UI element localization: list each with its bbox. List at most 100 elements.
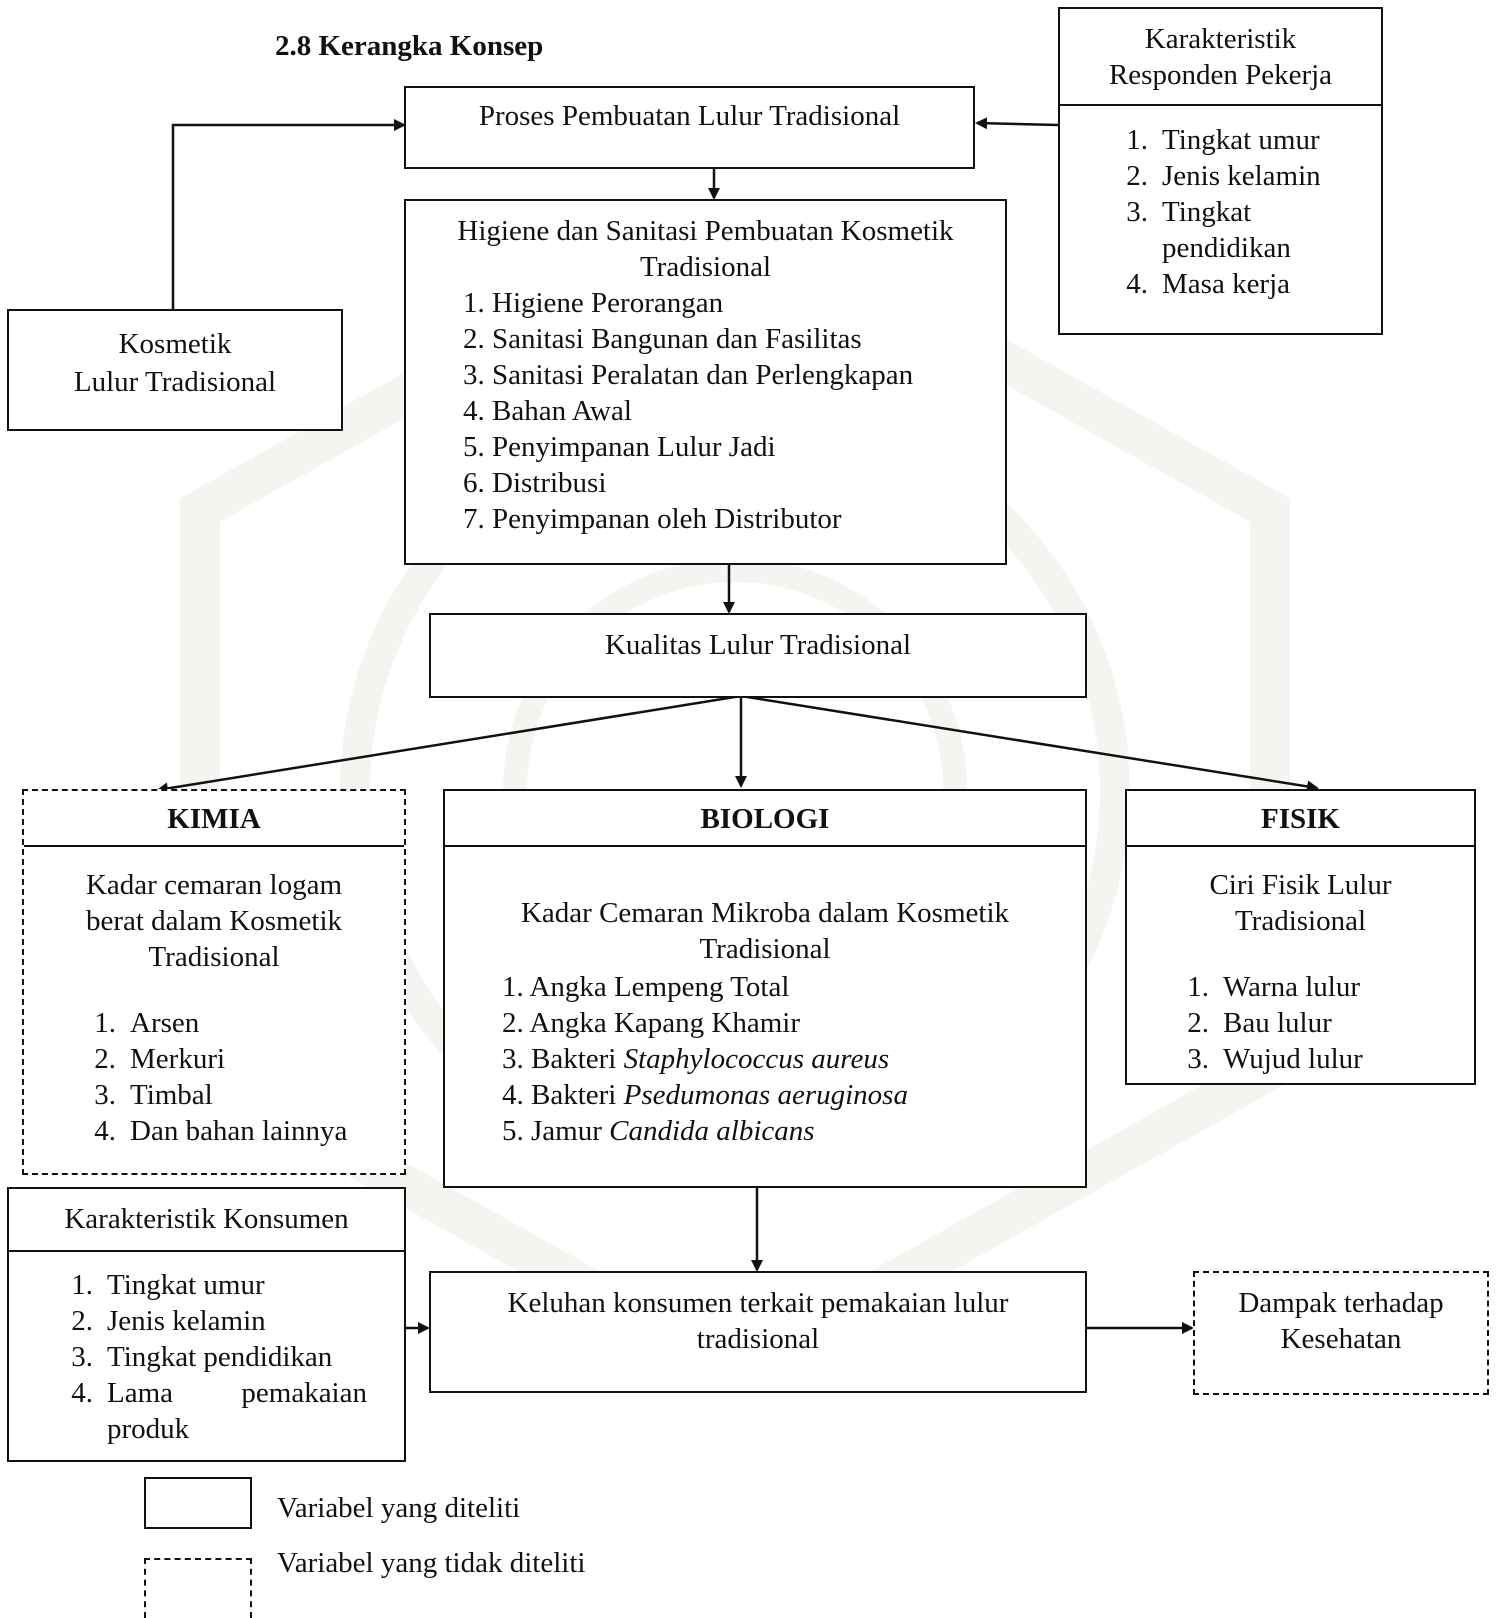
item-italic: Candida albicans [609,1115,815,1147]
item-number: 4. [94,1115,116,1147]
list-item: 1.Warna lulur [1161,969,1363,1005]
arrow-kosmetik-to-proses [171,119,406,309]
responden-header-line2: Responden Pekerja [1108,59,1333,91]
item-text: Tingkat umur [1162,124,1320,156]
item-text: Tingkat umur [107,1269,265,1301]
higiene-list: 1. Higiene Perorangan 2. Sanitasi Bangun… [463,285,913,537]
list-item: 4. Bakteri Psedumonas aeruginosa [502,1077,908,1113]
fisik-box: FISIK Ciri Fisik Lulur Tradisional 1.War… [1125,789,1476,1085]
list-item: 3. Bakteri Staphylococcus aureus [502,1041,908,1077]
kimia-box: KIMIA Kadar cemaran logam berat dalam Ko… [22,789,406,1175]
list-item: 2. Merkuri [68,1041,347,1077]
biologi-box: BIOLOGI Kadar Cemaran Mikroba dalam Kosm… [443,789,1087,1188]
legend-dashed-swatch [144,1558,252,1618]
item-number: 1. [94,1007,116,1039]
list-item: 3. Sanitasi Peralatan dan Perlengkapan [463,359,914,391]
fisik-list: 1.Warna lulur 2.Bau lulur 3. Wujud lulur [1161,969,1363,1077]
item-text: Masa kerja [1162,268,1291,300]
responden-header-line1: Karakteristik [1144,23,1297,55]
higiene-box: Higiene dan Sanitasi Pembuatan Kosmetik … [404,199,1007,565]
item-number: 1. [1126,124,1148,156]
biologi-desc: Kadar Cemaran Mikroba dalam Kosmetik Tra… [520,897,1009,965]
arrow-kualitas-to-kimia [156,694,742,795]
list-item: 2. Sanitasi Bangunan dan Fasilitas [463,323,862,355]
kualitas-label: Kualitas Lulur Tradisional [604,629,912,661]
item-number: 3. [94,1079,116,1111]
list-item: 1. Arsen [68,1005,347,1041]
item-text: Warna lulur [1223,971,1360,1003]
list-item: 1. Tingkat umur [1100,122,1370,158]
list-item: 4. Dan bahan lainnya [68,1113,347,1149]
kualitas-box: Kualitas Lulur Tradisional [429,613,1087,698]
item-text: Dan bahan lainnya [130,1115,348,1147]
item-number: 3. [71,1341,93,1373]
konsumen-box: Karakteristik Konsumen 1.Tingkat umur 2.… [7,1187,406,1462]
list-item: 5. Jamur Candida albicans [502,1113,908,1149]
list-item: 1. Higiene Perorangan [463,287,724,319]
arrow-kualitas-to-fisik [740,694,1319,793]
proses-box: Proses Pembuatan Lulur Tradisional [404,86,975,169]
item-text: 2. Angka Kapang Khamir [502,1007,800,1039]
keluhan-label: Keluhan konsumen terkait pemakaian lulur… [507,1287,1009,1355]
keluhan-box: Keluhan konsumen terkait pemakaian lulur… [429,1271,1087,1393]
kimia-list: 1. Arsen 2. Merkuri 3. Timbal 4. Dan bahan l… [68,1005,347,1149]
list-item: 2. Jenis kelamin [45,1303,393,1339]
item-text: Wujud lulur [1223,1043,1363,1075]
responden-box: Karakteristik Responden Pekerja 1. Tingka… [1058,7,1383,335]
higiene-title: Higiene dan Sanitasi Pembuatan Kosmetik … [457,215,954,283]
responden-list: 1. Tingkat umur 2. Jenis kelamin 3. Tingkat… [1100,122,1370,302]
fisik-desc: Ciri Fisik Lulur Tradisional [1209,869,1392,937]
legend-solid-swatch [144,1477,252,1529]
list-item: 3. Tingkat pendidikan [45,1339,393,1375]
list-item: 3. Tingkat pendidikan [1100,194,1370,266]
kosmetik-line2: Lulur Tradisional [73,366,277,398]
dampak-line1: Dampak terhadap [1238,1287,1444,1319]
item-text: Tingkat pendidikan [1162,196,1291,264]
item-number: 2. [94,1043,116,1075]
item-italic: Psedumonas aeruginosa [623,1079,908,1111]
item-text: Jenis kelamin [107,1305,266,1337]
list-item: 1. Angka Lempeng Total [502,969,908,1005]
dampak-box: Dampak terhadap Kesehatan [1193,1271,1489,1395]
list-item: 4.Lama pemakaian produk [45,1375,393,1447]
kimia-header: KIMIA [24,791,404,847]
legend-dashed-label: Variabel yang tidak diteliti [277,1547,586,1579]
list-item: 2. Angka Kapang Khamir [502,1005,908,1041]
biologi-header: BIOLOGI [445,791,1085,847]
item-text: 3. Bakteri [502,1043,624,1075]
list-item: 6. Distribusi [463,467,607,499]
proses-label: Proses Pembuatan Lulur Tradisional [478,100,901,132]
item-text: Tingkat pendidikan [107,1341,333,1373]
list-item: 4. Bahan Awal [463,395,632,427]
list-item: 3. Wujud lulur [1161,1041,1363,1077]
item-text: Merkuri [130,1043,226,1075]
kimia-desc: Kadar cemaran logam berat dalam Kosmetik… [85,869,343,973]
kosmetik-box: Kosmetik Lulur Tradisional [7,309,343,431]
item-text: Lama pemakaian produk [107,1377,367,1445]
responden-header: Karakteristik Responden Pekerja [1060,9,1381,106]
list-item: 2.Bau lulur [1161,1005,1363,1041]
section-title: 2.8 Kerangka Konsep [275,30,544,62]
list-item: 5. Penyimpanan Lulur Jadi [463,431,776,463]
list-item: 2. Jenis kelamin [1100,158,1370,194]
item-number: 3. [1126,196,1148,228]
item-text: Arsen [130,1007,200,1039]
legend-solid-label: Variabel yang diteliti [277,1492,521,1524]
biologi-list: 1. Angka Lempeng Total 2. Angka Kapang K… [502,969,908,1149]
item-text: Timbal [130,1079,213,1111]
dampak-line2: Kesehatan [1280,1323,1402,1355]
list-item: 3. Timbal [68,1077,347,1113]
arrow-responden-to-proses [975,117,1059,130]
item-number: 1. [71,1269,93,1301]
item-number: 2. [71,1305,93,1337]
fisik-header: FISIK [1127,791,1474,847]
item-number: 3. [1187,1043,1209,1075]
item-text: 1. Angka Lempeng Total [502,971,790,1003]
item-number: 2. [1187,1007,1209,1039]
item-text: Jenis kelamin [1162,160,1321,192]
list-item: 7. Penyimpanan oleh Distributor [463,503,842,535]
item-number: 4. [1126,268,1148,300]
item-number: 2. [1126,160,1148,192]
item-text: 5. Jamur [502,1115,610,1147]
